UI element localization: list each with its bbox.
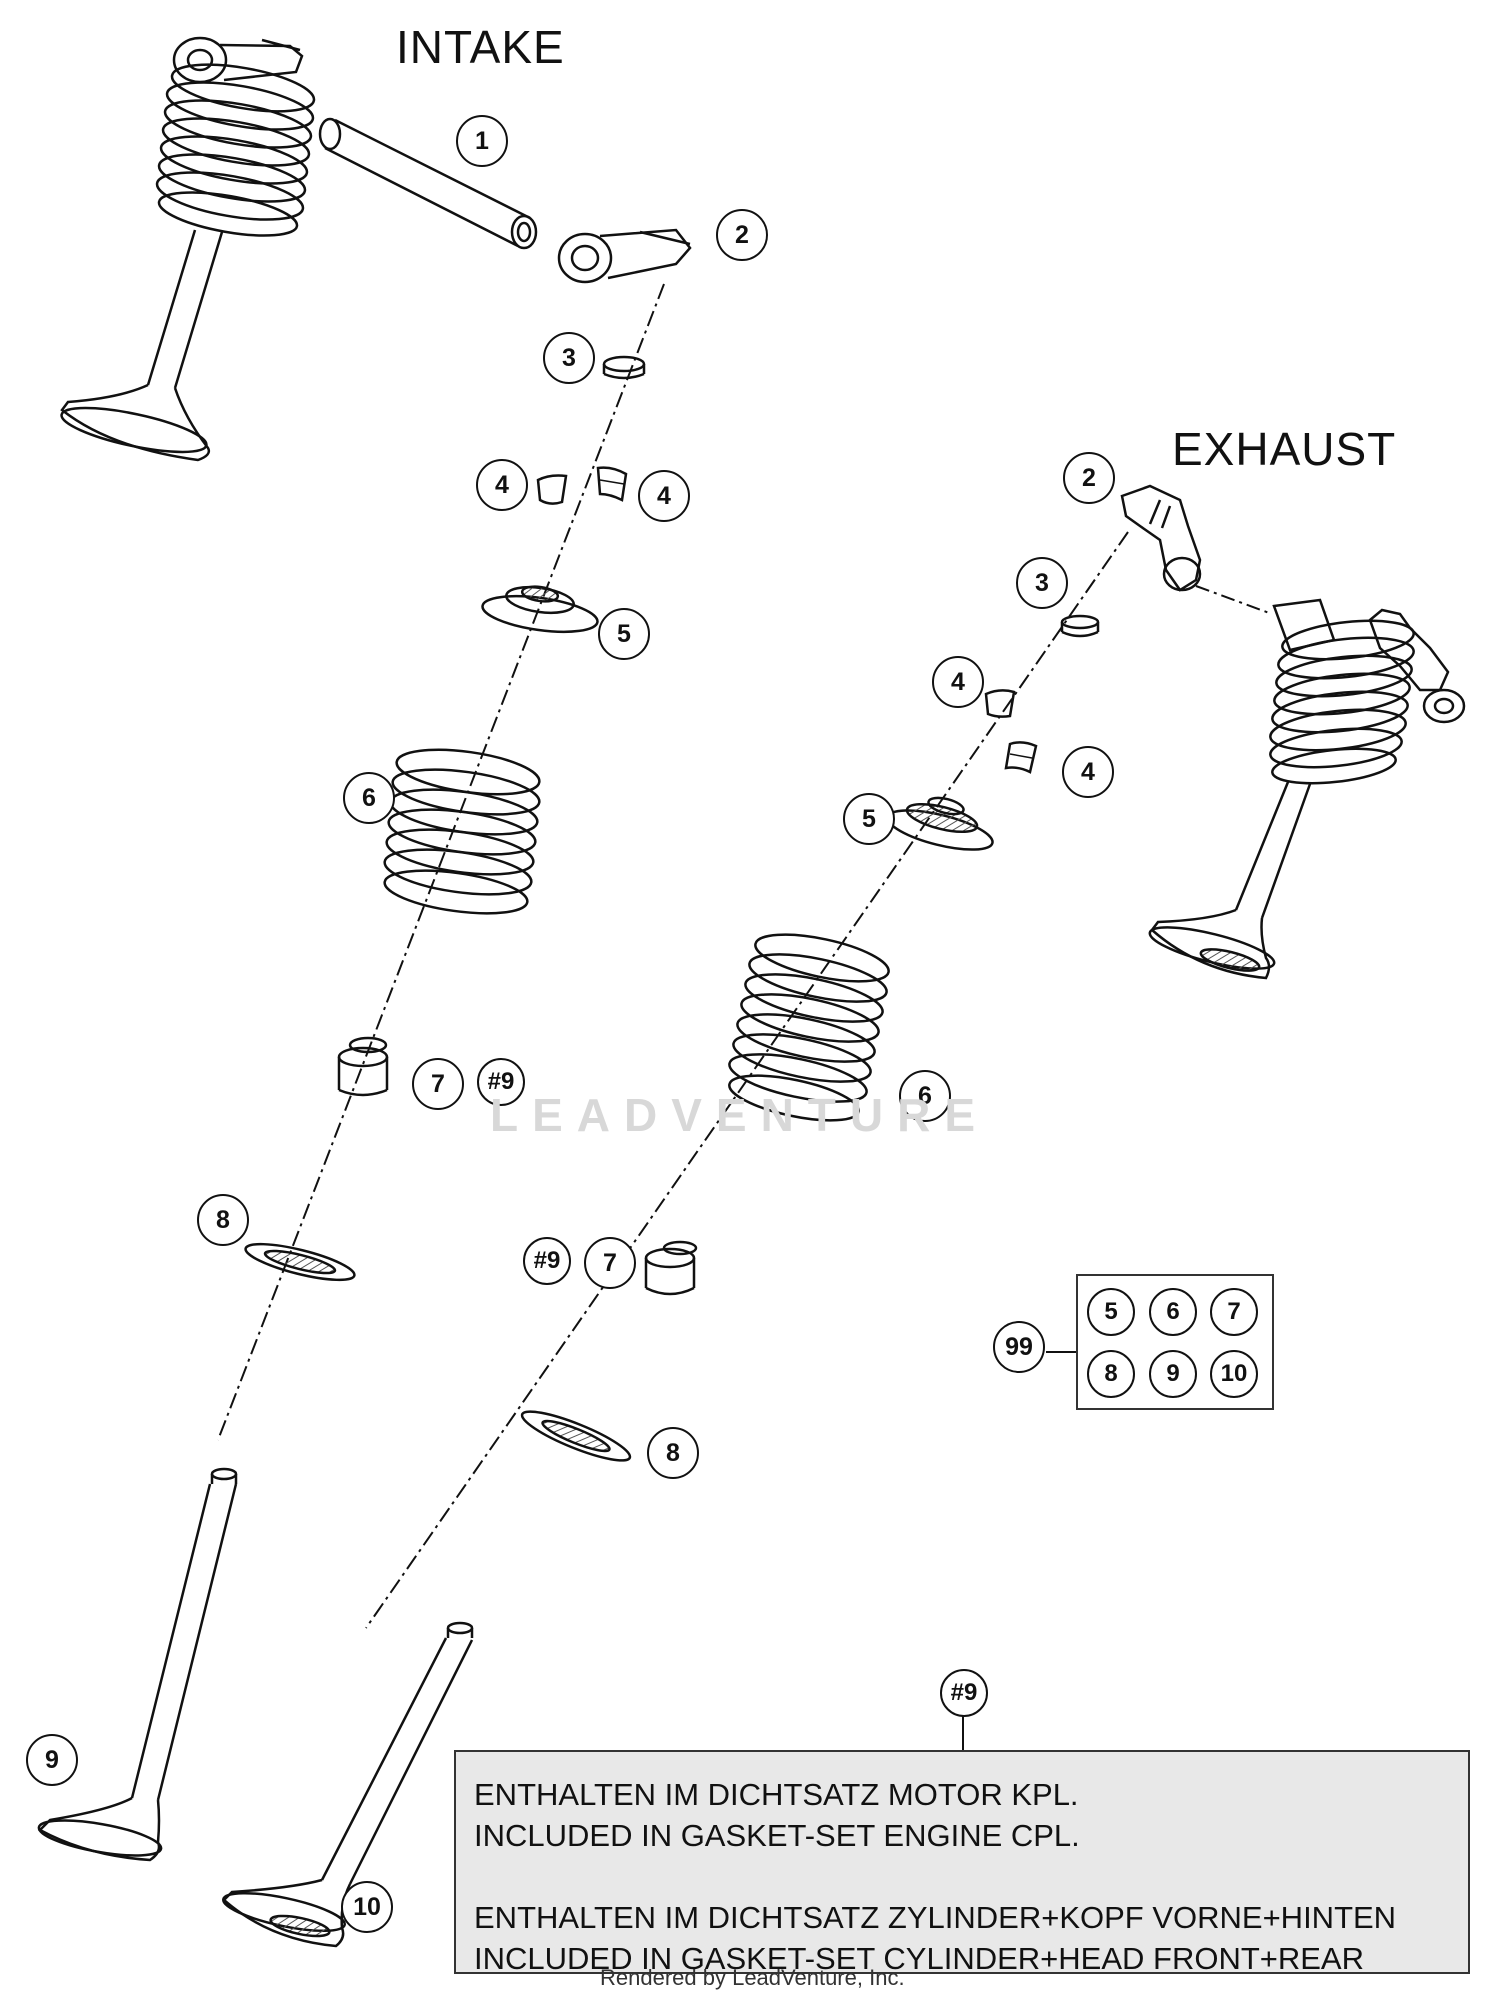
exhaust-assembled-valve (1148, 598, 1466, 980)
callout-exhaust-9-ref[interactable]: #9 (523, 1237, 571, 1285)
intake-spring-retainer-part-5 (481, 585, 599, 634)
exhaust-collet-part-4b (1004, 741, 1038, 774)
callout-intake-4a[interactable]: 4 (476, 459, 528, 511)
intake-assembled-rocker (172, 36, 304, 84)
callout-intake-1[interactable]: 1 (456, 115, 508, 167)
intake-valve-spring-part-6 (383, 748, 541, 915)
kit-item-10[interactable]: 10 (1210, 1350, 1258, 1398)
kit-item-7[interactable]: 7 (1210, 1288, 1258, 1336)
note-line-3: ENTHALTEN IM DICHTSATZ ZYLINDER+KOPF VOR… (474, 1900, 1397, 1935)
note-line-1: ENTHALTEN IM DICHTSATZ MOTOR KPL. (474, 1777, 1079, 1812)
intake-collet-part-4b (596, 466, 628, 502)
callout-intake-6[interactable]: 6 (343, 772, 395, 824)
intake-spring-seat-part-8 (244, 1242, 356, 1282)
kit-item-9[interactable]: 9 (1149, 1350, 1197, 1398)
callout-exhaust-4b[interactable]: 4 (1062, 746, 1114, 798)
callout-exhaust-4a[interactable]: 4 (932, 656, 984, 708)
exhaust-shim-part-3 (1060, 614, 1100, 638)
callout-exhaust-7[interactable]: 7 (584, 1237, 636, 1289)
callout-intake-4b[interactable]: 4 (638, 470, 690, 522)
note-line-4: INCLUDED IN GASKET-SET CYLINDER+HEAD FRO… (474, 1941, 1364, 1976)
exhaust-valve-spring-part-6 (728, 933, 890, 1122)
callout-kit-99[interactable]: 99 (993, 1321, 1045, 1373)
intake-title: INTAKE (396, 21, 565, 73)
exhaust-stem-seal-part-7 (644, 1240, 698, 1296)
callout-intake-9-ref[interactable]: #9 (477, 1058, 525, 1106)
callout-intake-9[interactable]: 9 (26, 1734, 78, 1786)
intake-stem-seal-part-7 (337, 1036, 389, 1097)
callout-intake-5[interactable]: 5 (598, 608, 650, 660)
callout-exhaust-5[interactable]: 5 (843, 793, 895, 845)
exhaust-spring-retainer-part-5 (886, 796, 994, 851)
intake-rocker-arm-part-2 (557, 228, 692, 284)
exhaust-rocker-arm-part-2 (1120, 484, 1202, 592)
callout-exhaust-2[interactable]: 2 (1063, 452, 1115, 504)
intake-valve-part-9 (37, 1467, 238, 1862)
callout-note-9-ref[interactable]: #9 (940, 1669, 988, 1717)
intake-exploded-axis (217, 283, 665, 1441)
kit-item-5[interactable]: 5 (1087, 1288, 1135, 1336)
gasket-set-note: ENTHALTEN IM DICHTSATZ MOTOR KPL. INCLUD… (454, 1750, 1470, 1976)
kit-item-6[interactable]: 6 (1149, 1288, 1197, 1336)
note-gap (474, 1856, 1450, 1897)
callout-exhaust-8[interactable]: 8 (647, 1427, 699, 1479)
exhaust-spring-seat-part-8 (520, 1410, 632, 1462)
callout-intake-8[interactable]: 8 (197, 1194, 249, 1246)
callout-exhaust-3[interactable]: 3 (1016, 557, 1068, 609)
exhaust-title: EXHAUST (1172, 423, 1397, 475)
intake-collet-part-4a (536, 474, 568, 505)
watermark: LEADVENTURE (490, 1089, 990, 1141)
intake-assembled-spring (155, 63, 316, 237)
intake-shim-part-3 (602, 355, 646, 380)
callout-exhaust-6[interactable]: 6 (899, 1070, 951, 1122)
callout-intake-7[interactable]: 7 (412, 1058, 464, 1110)
intake-assembled-valve (60, 36, 692, 462)
note-line-2: INCLUDED IN GASKET-SET ENGINE CPL. (474, 1818, 1080, 1853)
kit-item-8[interactable]: 8 (1087, 1350, 1135, 1398)
render-credit: Rendered by LeadVenture, Inc. (600, 1965, 905, 1990)
callout-intake-3[interactable]: 3 (543, 332, 595, 384)
callout-intake-2[interactable]: 2 (716, 209, 768, 261)
rocker-shaft-part-1 (318, 117, 538, 250)
callout-exhaust-10[interactable]: 10 (341, 1881, 393, 1933)
exhaust-valve-part-10 (222, 1621, 474, 1948)
exhaust-collet-part-4a (984, 689, 1016, 718)
